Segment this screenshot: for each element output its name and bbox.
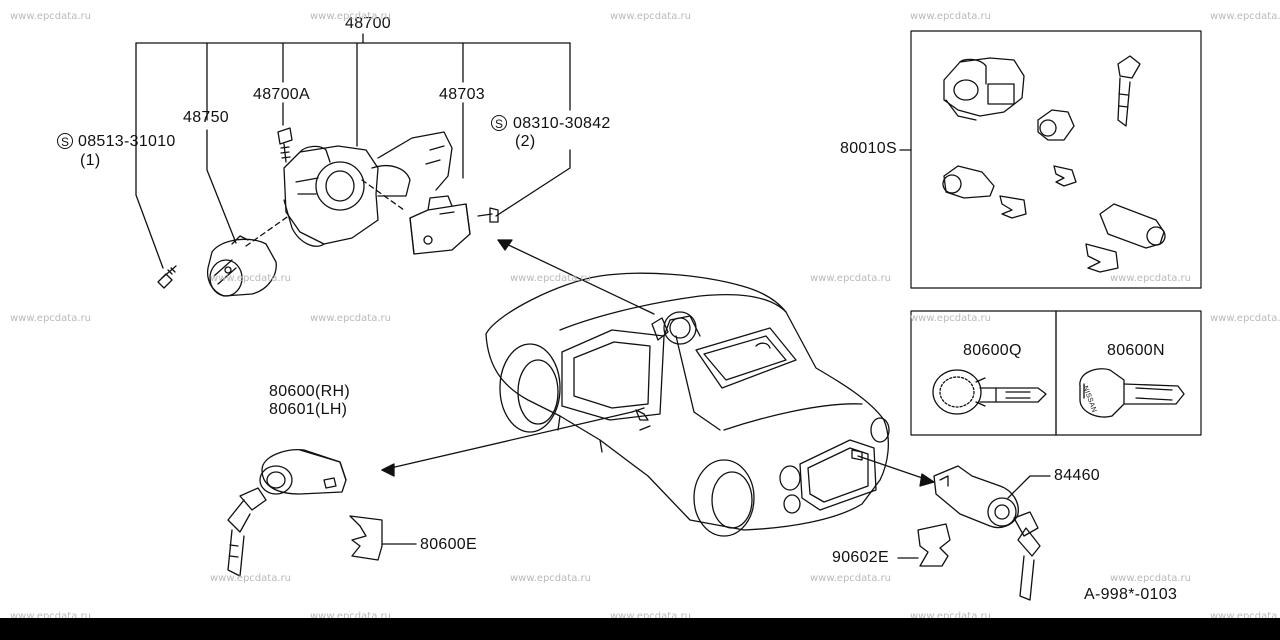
kit-key-1 (1117, 55, 1141, 127)
watermark: www.epcdata.ru (1210, 11, 1280, 22)
label-80600Q: 80600Q (963, 342, 1022, 359)
watermark: www.epcdata.ru (910, 611, 991, 622)
key-80600N (1079, 368, 1185, 418)
watermark: www.epcdata.ru (10, 313, 91, 324)
screw-right (477, 207, 499, 223)
label-screw-right: 08310-30842 (513, 115, 611, 132)
label-80010S: 80010S (840, 140, 897, 157)
s-symbol-right: S (491, 115, 507, 131)
watermark: www.epcdata.ru (310, 313, 391, 324)
label-screw-right-qty: (2) (515, 133, 536, 150)
watermark: www.epcdata.ru (810, 273, 891, 284)
kit-clip-1 (1053, 165, 1077, 187)
label-48750: 48750 (183, 109, 229, 126)
watermark: www.epcdata.ru (10, 611, 91, 622)
screw-left (157, 265, 177, 289)
label-48703: 48703 (439, 86, 485, 103)
watermark: www.epcdata.ru (510, 273, 591, 284)
watermark: www.epcdata.ru (310, 11, 391, 22)
bolt-48700A (277, 127, 293, 163)
watermark: www.epcdata.ru (1210, 313, 1280, 324)
watermark: www.epcdata.ru (910, 313, 991, 324)
switch-48703 (409, 195, 471, 255)
bottom-bar (0, 618, 1280, 640)
door-key (227, 487, 267, 577)
label-80600E: 80600E (420, 536, 477, 553)
key-box-right (1055, 310, 1202, 436)
label-screw-left-qty: (1) (80, 152, 101, 169)
label-84460: 84460 (1054, 467, 1100, 484)
dash-line-cylinder (245, 214, 291, 247)
pointer-door-lock (381, 409, 649, 477)
kit-cylinder-2 (942, 165, 995, 199)
label-90602E: 90602E (832, 549, 889, 566)
watermark: www.epcdata.ru (310, 611, 391, 622)
key-80600Q (932, 369, 1047, 415)
kit-box (910, 30, 1202, 289)
watermark: www.epcdata.ru (610, 611, 691, 622)
label-48700A: 48700A (253, 86, 310, 103)
watermark: www.epcdata.ru (210, 273, 291, 284)
leader-48700 (135, 33, 571, 269)
ignition-cylinder-48750 (206, 235, 277, 297)
watermark: www.epcdata.ru (210, 573, 291, 584)
s-symbol-left: S (57, 133, 73, 149)
leader-84460 (1007, 475, 1051, 499)
label-80600N: 80600N (1107, 342, 1165, 359)
kit-cylinder-3 (1099, 203, 1166, 249)
watermark: www.epcdata.ru (910, 11, 991, 22)
watermark: www.epcdata.ru (1210, 611, 1280, 622)
watermark: www.epcdata.ru (10, 11, 91, 22)
car-illustration (485, 272, 890, 537)
kit-clip-3 (1085, 243, 1119, 273)
trunk-key (1013, 511, 1041, 601)
steering-lock-body-48700 (283, 131, 453, 247)
watermark: www.epcdata.ru (810, 573, 891, 584)
label-80601-lh: 80601(LH) (269, 401, 348, 418)
clip-90602E (917, 523, 951, 567)
watermark: www.epcdata.ru (510, 573, 591, 584)
trunk-lock-cylinder (933, 465, 1019, 529)
pointer-ignition (497, 239, 697, 345)
door-lock-cylinder (259, 449, 347, 495)
watermark: www.epcdata.ru (610, 11, 691, 22)
label-48700: 48700 (345, 15, 391, 32)
diagram-id: A-998*-0103 (1084, 586, 1178, 603)
watermark: www.epcdata.ru (1110, 573, 1191, 584)
kit-cylinder-1 (1037, 109, 1075, 141)
kit-ignition-body (943, 57, 1025, 121)
label-80600-rh: 80600(RH) (269, 383, 350, 400)
pointer-trunk-lock (851, 449, 935, 487)
clip-80600E (349, 515, 383, 561)
key-box-left (910, 310, 1057, 436)
label-screw-left: 08513-31010 (78, 133, 176, 150)
kit-clip-2 (999, 195, 1027, 219)
watermark: www.epcdata.ru (1110, 273, 1191, 284)
